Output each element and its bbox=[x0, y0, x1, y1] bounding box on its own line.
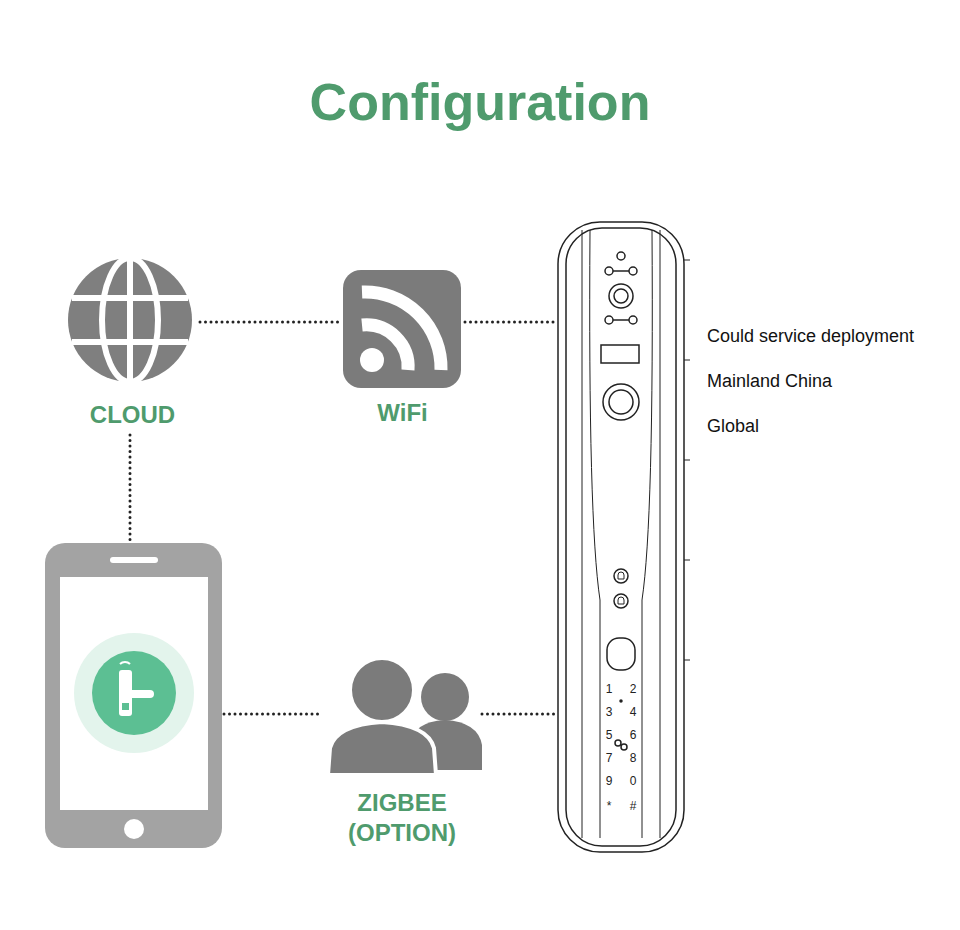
phone-node bbox=[44, 542, 224, 850]
keypad-key: # bbox=[626, 798, 640, 814]
globe-icon bbox=[68, 258, 192, 382]
keypad-key: 2 bbox=[626, 681, 640, 697]
deployment-note: Mainland China bbox=[707, 371, 832, 392]
keypad-key: 6 bbox=[626, 727, 640, 743]
dotted-connector bbox=[129, 435, 132, 542]
smart-lock-illustration bbox=[558, 222, 690, 852]
node-label: CLOUD bbox=[90, 400, 175, 430]
deployment-note: Global bbox=[707, 416, 759, 437]
keypad-key: 3 bbox=[602, 704, 616, 720]
wifi-node: WiFi bbox=[340, 268, 465, 433]
dotted-connector bbox=[482, 713, 556, 716]
keypad-key: * bbox=[602, 798, 616, 814]
zigbee-node: ZIGBEE (OPTION) bbox=[322, 652, 482, 848]
deployment-note: Could service deployment bbox=[707, 326, 914, 347]
keypad-key: 7 bbox=[602, 750, 616, 766]
dotted-connector bbox=[465, 321, 556, 324]
title: Configuration bbox=[0, 72, 960, 132]
keypad-key: 8 bbox=[626, 750, 640, 766]
dotted-connector bbox=[224, 713, 322, 716]
keypad-key: 5 bbox=[602, 727, 616, 743]
lock-node: 1234567890 * # bbox=[556, 220, 686, 856]
people-icon bbox=[328, 658, 482, 775]
node-label: ZIGBEE (OPTION) bbox=[332, 788, 472, 848]
phone-illustration bbox=[45, 543, 222, 848]
dotted-connector bbox=[200, 321, 340, 324]
cloud-node: CLOUD bbox=[65, 255, 200, 435]
node-label: WiFi bbox=[377, 398, 427, 428]
keypad-key: 0 bbox=[626, 773, 640, 789]
keypad-key: 9 bbox=[602, 773, 616, 789]
keypad-key: 1 bbox=[602, 681, 616, 697]
wifi-icon bbox=[343, 270, 461, 388]
keypad-key: 4 bbox=[626, 704, 640, 720]
